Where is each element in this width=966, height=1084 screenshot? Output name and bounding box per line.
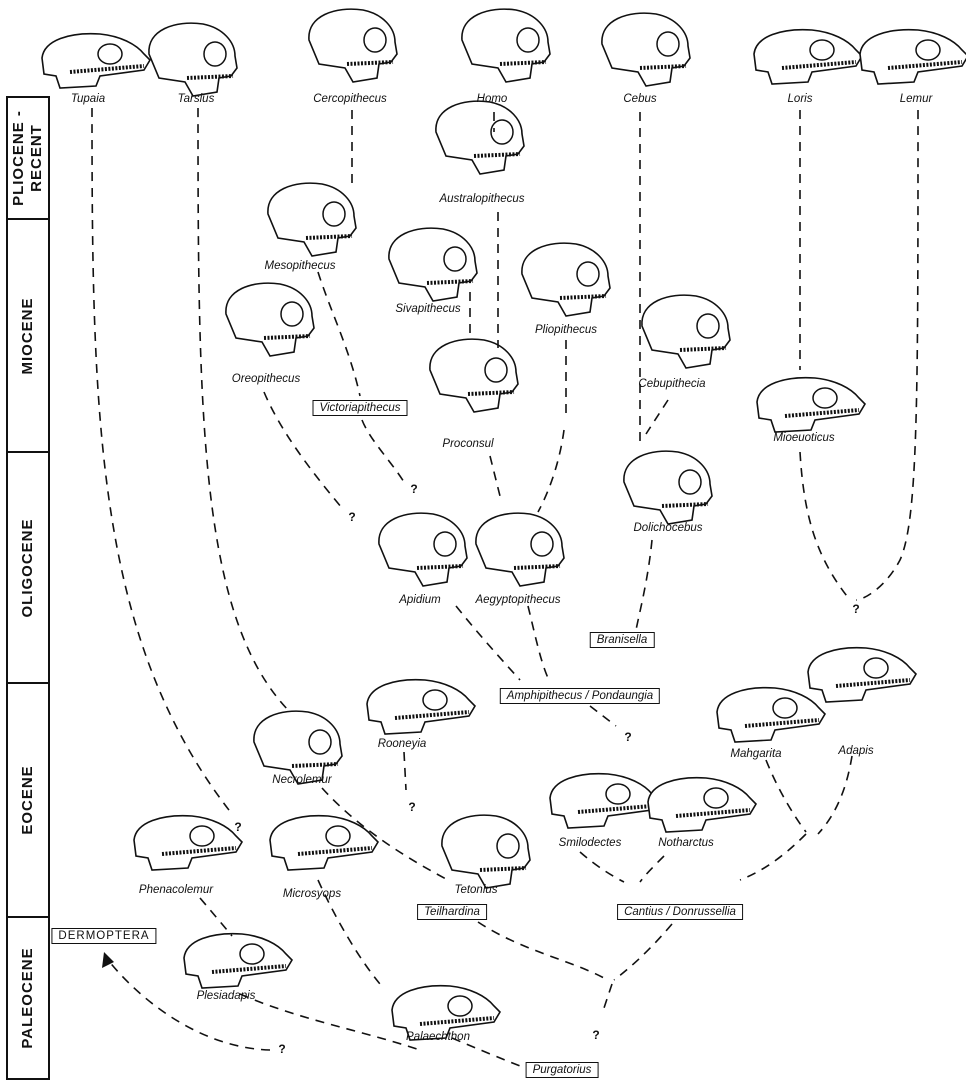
question-mark: ? — [234, 820, 242, 834]
label-proconsul: Proconsul — [442, 438, 494, 450]
label-aegyptopithecus: Aegyptopithecus — [475, 594, 561, 606]
label-microsyops: Microsyops — [282, 888, 342, 900]
box-dermoptera: DERMOPTERA — [51, 928, 157, 944]
epoch-miocene: MIOCENE — [6, 218, 50, 453]
label-cebupithecia: Cebupithecia — [638, 378, 706, 390]
label-lemur: Lemur — [899, 93, 933, 105]
question-mark: ? — [348, 510, 356, 524]
label-australopithecus: Australopithecus — [439, 193, 525, 205]
box-branisella: Branisella — [589, 632, 655, 648]
label-mioeuoticus: Mioeuoticus — [773, 432, 835, 444]
question-mark: ? — [278, 1042, 286, 1056]
label-notharctus: Notharctus — [658, 837, 714, 849]
label-rooneyia: Rooneyia — [377, 738, 427, 750]
epoch-eocene: EOCENE — [6, 682, 50, 918]
label-dolichocebus: Dolichocebus — [633, 522, 703, 534]
box-amphipithecus-pondaungia: Amphipithecus / Pondaungia — [499, 688, 661, 704]
label-pliopithecus: Pliopithecus — [534, 324, 598, 336]
label-phenacolemur: Phenacolemur — [138, 884, 214, 896]
question-mark: ? — [852, 602, 860, 616]
label-tupaia: Tupaia — [70, 93, 106, 105]
label-smilodectes: Smilodectes — [558, 837, 622, 849]
epoch-paleocene: PALEOCENE — [6, 916, 50, 1080]
question-mark: ? — [624, 730, 632, 744]
arrow-head — [102, 952, 114, 968]
label-necrolemur: Necrolemur — [272, 774, 332, 786]
label-tarsius: Tarsius — [177, 93, 215, 105]
box-purgatorius: Purgatorius — [525, 1062, 599, 1078]
box-victoriapithecus: Victoriapithecus — [312, 400, 408, 416]
box-cantius-donrussellia: Cantius / Donrussellia — [617, 904, 743, 920]
label-loris: Loris — [787, 93, 813, 105]
label-mesopithecus: Mesopithecus — [264, 260, 336, 272]
label-homo: Homo — [476, 93, 508, 105]
label-apidium: Apidium — [399, 594, 441, 606]
question-mark: ? — [410, 482, 418, 496]
box-teilhardina: Teilhardina — [417, 904, 487, 920]
label-sivapithecus: Sivapithecus — [395, 303, 461, 315]
label-mahgarita: Mahgarita — [730, 748, 782, 760]
label-tetonius: Tetonius — [454, 884, 498, 896]
label-palaechthon: Palaechthon — [406, 1031, 470, 1043]
question-mark: ? — [408, 800, 416, 814]
label-cercopithecus: Cercopithecus — [313, 93, 387, 105]
label-plesiadapis: Plesiadapis — [196, 990, 256, 1002]
label-cebus: Cebus — [623, 93, 657, 105]
question-mark: ? — [592, 1028, 600, 1042]
label-oreopithecus: Oreopithecus — [231, 373, 301, 385]
epoch-pliocene-recent: PLIOCENE - RECENT — [6, 96, 50, 220]
label-adapis: Adapis — [838, 745, 874, 757]
